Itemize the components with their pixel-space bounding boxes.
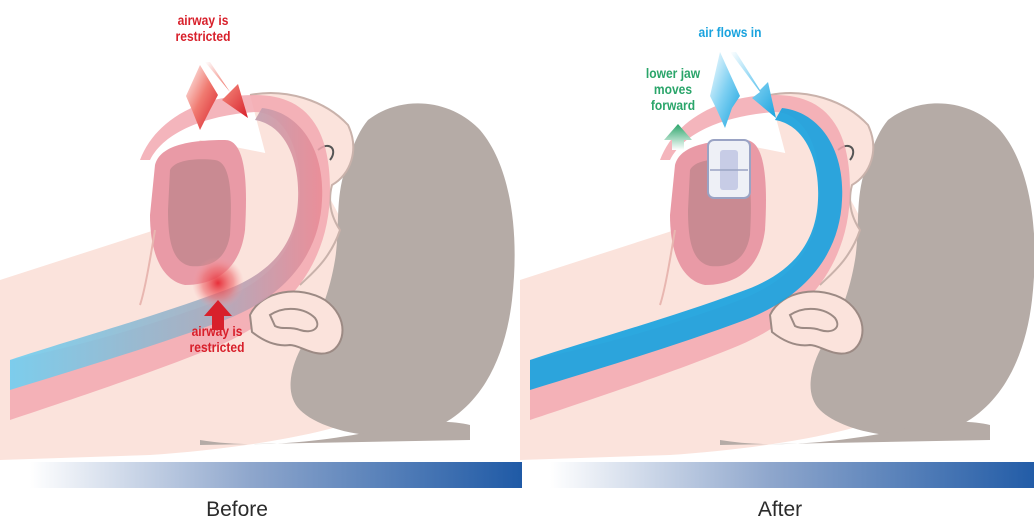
label-before-top: airway is restricted bbox=[164, 12, 241, 44]
caption-after: After bbox=[680, 498, 880, 522]
after-base-bar bbox=[550, 462, 1034, 488]
label-before-bottom: airway is restricted bbox=[178, 323, 255, 355]
label-after-jaw: lower jaw moves forward bbox=[634, 65, 711, 113]
after-panel bbox=[520, 52, 1034, 488]
before-panel bbox=[0, 62, 522, 488]
oral-device-icon bbox=[708, 140, 750, 198]
before-base-bar bbox=[30, 462, 522, 488]
caption-before: Before bbox=[137, 498, 337, 522]
label-after-air: air flows in bbox=[678, 24, 781, 40]
